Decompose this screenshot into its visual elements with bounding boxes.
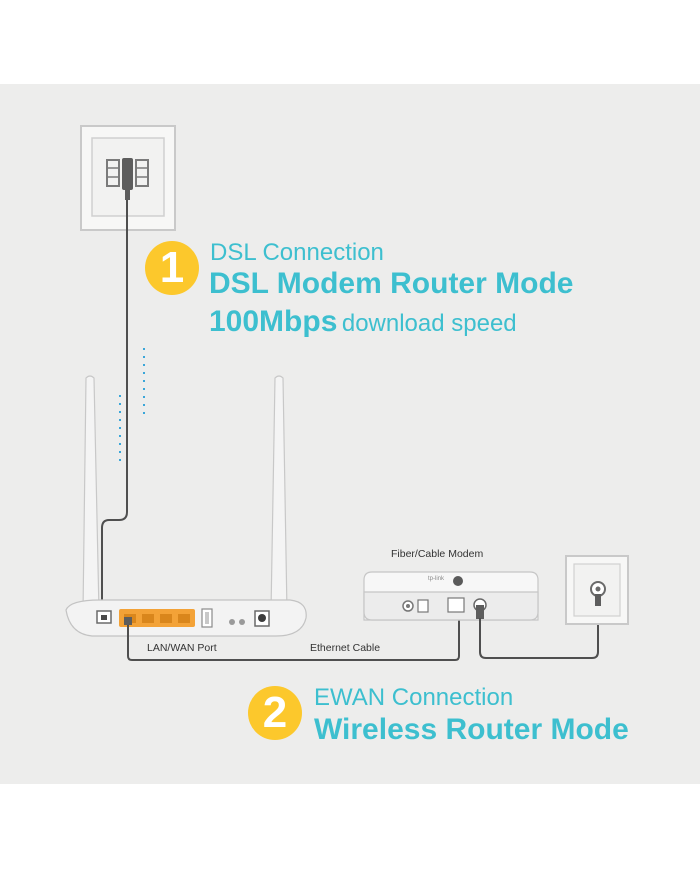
step-2-badge: 2 (248, 686, 302, 740)
wifi-signal-icon (119, 348, 145, 461)
modem-icon (363, 571, 539, 621)
ewan-connection-label: EWAN Connection (314, 684, 514, 711)
speed-value: 100Mbps (209, 305, 338, 338)
speed-label: download speed (341, 310, 517, 337)
router-icon (65, 375, 307, 637)
dsl-connection-label: DSL Connection (210, 239, 384, 266)
download-speed-line: 100Mbps download speed (209, 305, 517, 339)
coax-wall-socket-icon (565, 555, 629, 625)
modem-brand-logo: tp-link (428, 576, 445, 582)
dsl-mode-title: DSL Modem Router Mode (209, 267, 574, 300)
ethernet-cable (127, 612, 460, 661)
phone-wall-socket-icon (80, 125, 176, 231)
modem-label: Fiber/Cable Modem (391, 548, 484, 560)
dsl-cable (101, 200, 128, 622)
step-2-number: 2 (262, 688, 288, 737)
coax-cable (479, 605, 599, 659)
lan-wan-port-label: LAN/WAN Port (147, 642, 217, 654)
step-1-number: 1 (159, 243, 185, 292)
step-1-badge: 1 (145, 241, 199, 295)
ewan-mode-title: Wireless Router Mode (314, 713, 629, 746)
ethernet-cable-label: Ethernet Cable (310, 642, 381, 654)
